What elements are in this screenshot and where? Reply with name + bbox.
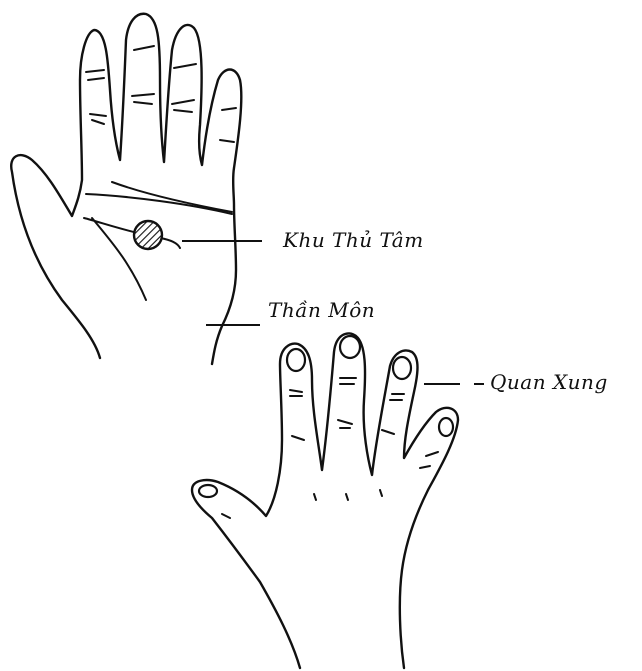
label-than-mon: Thần Môn bbox=[268, 298, 375, 322]
life-line bbox=[84, 218, 180, 248]
khu-thu-tam-point bbox=[134, 221, 162, 249]
palm-outline bbox=[11, 14, 241, 364]
label-quan-xung: Quan Xung bbox=[490, 370, 608, 394]
fingernails bbox=[199, 336, 453, 497]
back-hand bbox=[192, 333, 458, 668]
back-hand-outline bbox=[192, 333, 458, 668]
palm-hand bbox=[11, 14, 241, 364]
label-khu-thu-tam: Khu Thủ Tâm bbox=[283, 228, 424, 252]
